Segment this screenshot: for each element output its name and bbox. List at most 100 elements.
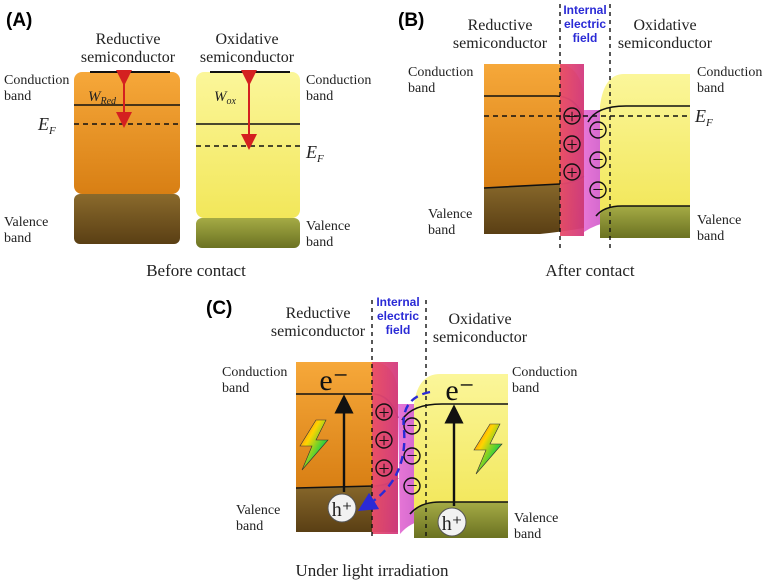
minus-symbol: −: [592, 179, 603, 201]
minus-charge: [403, 447, 421, 465]
reductive-title-line1: Reductive: [96, 31, 161, 48]
fermi-label-right: EF: [305, 142, 324, 165]
valence-band-label-right-1: Valence: [306, 219, 350, 234]
field-label-line2: electric: [564, 17, 606, 31]
positive-charges: + + +: [563, 106, 581, 184]
plus-charge: [375, 459, 393, 477]
electron-label-right: e⁻: [445, 374, 474, 407]
hole-circle-right: [437, 507, 467, 537]
panel-c: (C) Reductive semiconductor Internal ele…: [206, 295, 577, 580]
panel-a-label: (A): [6, 10, 32, 31]
lightning-bolt-icon: [299, 419, 329, 471]
panel-b-caption: After contact: [545, 261, 634, 280]
conduction-band-label-left-2: band: [4, 89, 31, 104]
conduction-band-label-left-2: band: [408, 81, 435, 96]
w-red-label: WRed: [88, 89, 117, 107]
hole-label-right: h⁺: [442, 513, 463, 535]
fermi-label-left: EF: [37, 114, 56, 137]
hole-circle-left: [327, 493, 357, 523]
field-label-line3: field: [386, 323, 411, 337]
valence-band-label-left-1: Valence: [4, 215, 48, 230]
positive-depletion-region: [560, 64, 584, 236]
plus-symbol: +: [378, 430, 389, 452]
oxidative-valence-block: [196, 218, 300, 248]
plus-symbol: +: [566, 162, 577, 184]
oxidative-conduction-block: [600, 74, 690, 214]
electron-label-left: e⁻: [319, 364, 348, 397]
oxidative-conduction-block: [414, 374, 508, 512]
oxidative-title-line1: Oxidative: [215, 31, 278, 48]
plus-charge: [563, 107, 581, 125]
oxidative-valence-block: [600, 206, 690, 238]
reductive-title-line2: semiconductor: [81, 49, 176, 66]
plus-symbol: +: [566, 106, 577, 128]
minus-symbol: −: [592, 119, 603, 141]
plus-symbol: +: [378, 458, 389, 480]
conduction-band-label-left-1: Conduction: [408, 65, 473, 80]
valence-band-label-left-2: band: [428, 223, 455, 238]
reductive-title-line1: Reductive: [468, 17, 533, 34]
panel-c-caption: Under light irradiation: [296, 561, 449, 580]
field-label-line3: field: [573, 31, 598, 45]
conduction-band-label-left-1: Conduction: [4, 73, 69, 88]
oxidative-title-line1: Oxidative: [448, 311, 511, 328]
conduction-band-label-right-2: band: [306, 89, 333, 104]
valence-band-label-right-2: band: [697, 229, 724, 244]
conduction-band-label-right-1: Conduction: [306, 73, 371, 88]
minus-symbol: −: [406, 415, 417, 437]
valence-band-label-left-1: Valence: [428, 207, 472, 222]
conduction-band-label-left-1: Conduction: [222, 365, 287, 380]
minus-charge: [403, 477, 421, 495]
valence-band-label-right-1: Valence: [697, 213, 741, 228]
conduction-band-label-right-1: Conduction: [512, 365, 577, 380]
conduction-band-label-right-2: band: [512, 381, 539, 396]
valence-band-label-right-1: Valence: [514, 511, 558, 526]
plus-charge: [563, 163, 581, 181]
panel-a: (A) Reductive semiconductor Oxidative se…: [4, 10, 371, 280]
lightning-bolt-icon: [473, 423, 503, 475]
reductive-title-line1: Reductive: [286, 305, 351, 322]
minus-charge: [589, 181, 607, 199]
valence-band-label-right-2: band: [514, 527, 541, 542]
oxidative-cb-edge: [587, 105, 690, 123]
negative-charges: − − −: [403, 415, 421, 497]
panel-c-label: (C): [206, 298, 232, 319]
valence-band-label-right-2: band: [306, 235, 333, 250]
positive-charges: + + +: [375, 402, 393, 480]
valence-band-label-left-1: Valence: [236, 503, 280, 518]
plus-charge: [375, 403, 393, 421]
oxidative-title-line2: semiconductor: [618, 35, 713, 52]
minus-symbol: −: [406, 445, 417, 467]
minus-charge: [403, 417, 421, 435]
field-label-line1: Internal: [376, 295, 419, 309]
valence-band-label-left-2: band: [236, 519, 263, 534]
minus-charge: [589, 121, 607, 139]
plus-symbol: +: [566, 134, 577, 156]
conduction-band-label-right-2: band: [697, 81, 724, 96]
panel-b: (B) Reductive semiconductor Internal ele…: [398, 3, 762, 280]
reductive-title-line2: semiconductor: [453, 35, 548, 52]
oxidative-vb-edge: [409, 501, 508, 515]
panel-b-label: (B): [398, 10, 424, 31]
minus-symbol: −: [592, 149, 603, 171]
reductive-title-line2: semiconductor: [271, 323, 366, 340]
oxidative-vb-edge: [595, 205, 690, 217]
reductive-valence-block: [484, 180, 584, 234]
w-ox-label: Wox: [214, 89, 237, 107]
reductive-valence-block: [74, 194, 180, 244]
plus-charge: [375, 431, 393, 449]
fermi-label: EF: [694, 106, 713, 129]
plus-symbol: +: [378, 402, 389, 424]
oxidative-title-line2: semiconductor: [433, 329, 528, 346]
oxidative-title-line1: Oxidative: [633, 17, 696, 34]
reductive-conduction-block: [484, 64, 584, 188]
charge-transfer-arrow: [357, 390, 431, 512]
valence-band-label-left-2: band: [4, 231, 31, 246]
conduction-band-label-right-1: Conduction: [697, 65, 762, 80]
field-label-line1: Internal: [563, 3, 606, 17]
conduction-band-label-left-2: band: [222, 381, 249, 396]
field-label-line2: electric: [377, 309, 419, 323]
hole-label-left: h⁺: [332, 499, 353, 521]
